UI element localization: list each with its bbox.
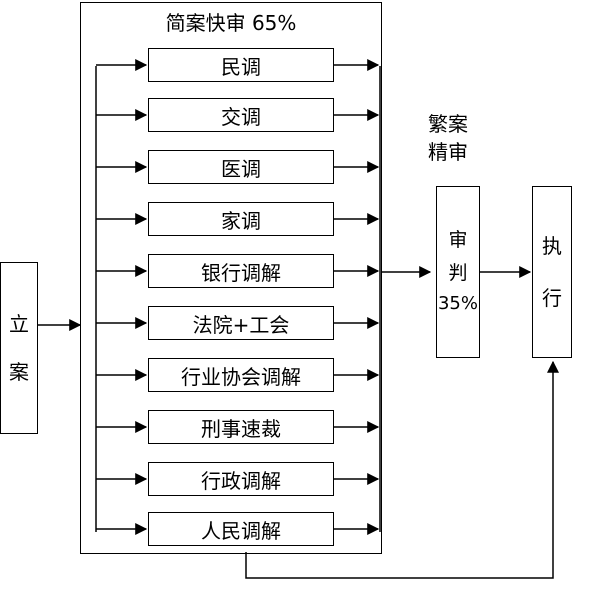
quick-review-step: 民调	[148, 48, 334, 82]
filing-line2: 案	[9, 360, 29, 384]
complex-review-label: 繁案 精审	[408, 108, 488, 168]
bottom-loop-arrow	[245, 360, 559, 579]
filing-box: 立 案	[0, 262, 38, 434]
complex-review-line1: 繁案	[428, 112, 468, 136]
quick-review-step: 行业协会调解	[148, 358, 334, 392]
complex-review-line2: 精审	[428, 140, 468, 164]
execution-line2: 行	[542, 286, 562, 310]
trial-line2: 判	[448, 261, 468, 284]
quick-review-step: 银行调解	[148, 254, 334, 288]
quick-review-step: 法院+工会	[148, 306, 334, 340]
execution-line1: 执	[542, 234, 562, 258]
quick-review-step: 行政调解	[148, 462, 334, 496]
quick-review-step: 家调	[148, 202, 334, 236]
quick-review-step: 人民调解	[148, 512, 334, 546]
execution-box: 执 行	[532, 186, 572, 358]
quick-review-step: 医调	[148, 150, 334, 184]
left-arrows	[96, 59, 148, 535]
right-arrows	[334, 59, 380, 535]
trial-line3: 35%	[437, 293, 478, 314]
quick-review-container	[80, 2, 382, 554]
quick-review-step: 刑事速裁	[148, 410, 334, 444]
trial-line1: 审	[448, 229, 468, 252]
filing-line1: 立	[9, 312, 29, 336]
quick-review-step: 交调	[148, 98, 334, 132]
trial-box: 审 判 35%	[436, 186, 480, 358]
quick-review-title: 简案快审 65%	[165, 11, 297, 35]
